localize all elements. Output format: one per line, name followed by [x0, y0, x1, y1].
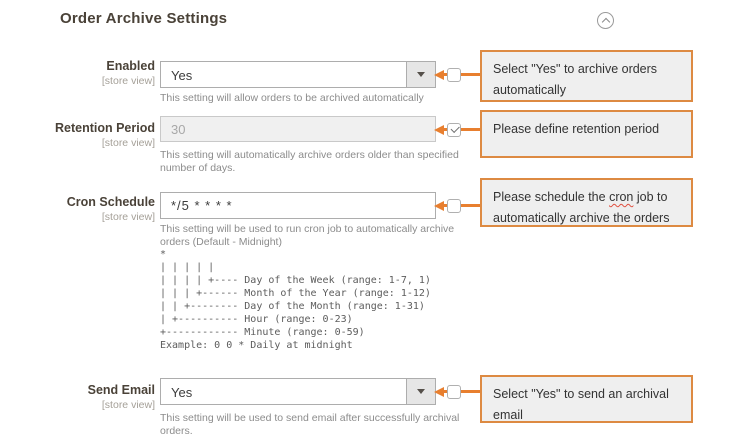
callout-text-segment: job to automatically archive the orders	[493, 190, 670, 225]
cron-legend-diagram: * | | | | | | | | | +---- Day of the Wee…	[160, 249, 431, 351]
helper-text-send-email: This setting will be used to send email …	[160, 412, 460, 437]
annotation-checkbox-retention-period[interactable]	[447, 122, 461, 137]
callout-text-segment: Please schedule the	[493, 190, 610, 204]
annotation-checkbox-send-email[interactable]	[447, 384, 461, 399]
helper-text-retention-period: This setting will automatically archive …	[160, 149, 459, 174]
checkmark-icon	[450, 123, 459, 133]
send-email-select[interactable]: Yes	[160, 378, 436, 405]
annotation-arrow-head-icon	[434, 69, 444, 80]
retention-period-input	[160, 116, 436, 142]
cron-schedule-input[interactable]	[160, 192, 436, 219]
annotation-callout-enabled: Select "Yes" to archive orders automatic…	[480, 50, 693, 102]
field-label-text: Cron Schedule	[66, 195, 155, 209]
field-label-text: Enabled	[106, 59, 155, 73]
annotation-checkbox-enabled[interactable]	[447, 67, 461, 82]
field-label-cron-schedule: Cron Schedule [store view]	[0, 195, 155, 223]
scope-label: [store view]	[101, 137, 155, 149]
annotation-arrow-head-icon	[434, 124, 444, 135]
annotation-arrow-head-icon	[434, 200, 444, 211]
helper-text-cron-schedule: This setting will be used to run cron jo…	[160, 223, 455, 248]
scope-label: [store view]	[101, 399, 155, 411]
dropdown-button[interactable]	[406, 379, 435, 404]
dropdown-button[interactable]	[406, 62, 435, 87]
field-label-text: Send Email	[87, 383, 155, 397]
annotation-callout-send-email: Select "Yes" to send an archival email	[480, 375, 693, 423]
dropdown-arrow-icon	[417, 389, 425, 394]
annotation-arrow-shaft	[444, 204, 480, 207]
spellcheck-flagged-word: cron	[609, 190, 634, 204]
annotation-arrow-head-icon	[434, 386, 444, 397]
enabled-select-value: Yes	[171, 68, 193, 83]
annotation-arrow-shaft	[444, 128, 480, 131]
field-label-send-email: Send Email [store view]	[0, 383, 155, 411]
annotation-callout-retention-period: Please define retention period	[480, 110, 693, 158]
field-label-enabled: Enabled [store view]	[0, 59, 155, 87]
annotation-callout-cron-schedule: Please schedule the cron job to automati…	[480, 178, 693, 227]
dropdown-arrow-icon	[417, 72, 425, 77]
collapse-section-button[interactable]	[597, 12, 614, 29]
page-title: Order Archive Settings	[60, 10, 228, 27]
enabled-select[interactable]: Yes	[160, 61, 436, 88]
send-email-select-value: Yes	[171, 385, 193, 400]
scope-label: [store view]	[101, 211, 155, 223]
field-label-retention-period: Retention Period [store view]	[0, 121, 155, 149]
scope-label: [store view]	[101, 75, 155, 87]
helper-text-enabled: This setting will allow orders to be arc…	[160, 92, 424, 104]
field-label-text: Retention Period	[54, 121, 155, 135]
annotation-checkbox-cron-schedule[interactable]	[447, 198, 461, 213]
chevron-up-icon	[601, 17, 610, 27]
annotation-arrow-shaft	[444, 390, 480, 393]
annotation-arrow-shaft	[444, 73, 480, 76]
